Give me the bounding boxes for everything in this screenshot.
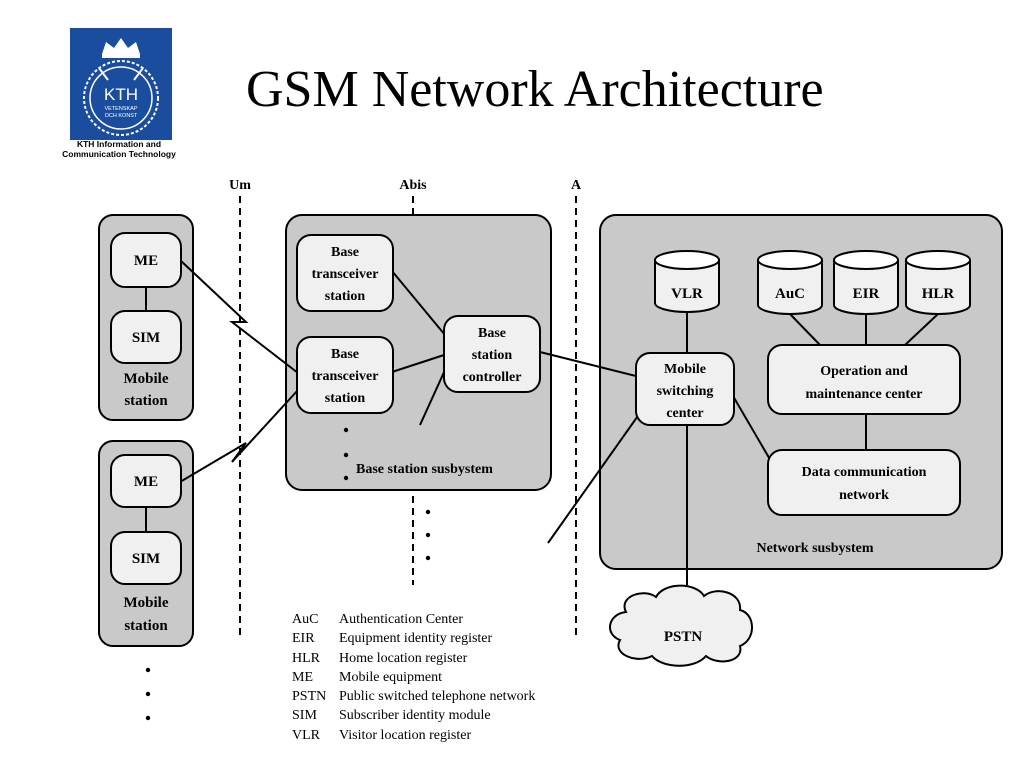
- bts-1-label-line3: station: [325, 289, 366, 304]
- slide-title: GSM Network Architecture: [246, 61, 824, 118]
- legend-abbr: VLR: [292, 727, 320, 743]
- hlr-database-icon: [905, 260, 971, 315]
- sim-label-1: SIM: [132, 330, 160, 346]
- legend-text: Equipment identity register: [339, 631, 493, 647]
- logo-caption-line1: KTH Information and: [76, 139, 162, 149]
- bts-2-label-line3: station: [325, 391, 366, 406]
- legend-abbr: PSTN: [292, 689, 327, 705]
- legend-text: Home location register: [339, 650, 468, 666]
- me-node-1: [110, 232, 182, 288]
- mobile-more-dot: [145, 667, 151, 673]
- bts-more-dot: [343, 427, 349, 433]
- abis-more-dot: [425, 509, 431, 515]
- abbreviation-legend: AuC Authentication Center EIR Equipment id…: [292, 610, 535, 745]
- msc-node: [635, 352, 735, 426]
- legend-abbr: SIM: [292, 708, 317, 724]
- omc-node: [767, 344, 961, 415]
- nss-label: Network susbystem: [756, 541, 873, 556]
- logo-motto-line1: VETENSKAP: [104, 106, 137, 112]
- mobile-more-dot: [145, 715, 151, 721]
- radio-link-1: [179, 259, 299, 374]
- omc-label-line2: maintenance center: [805, 387, 922, 402]
- mobile-station-1-label-line2: station: [124, 393, 168, 409]
- legend-abbr: AuC: [292, 612, 319, 627]
- legend-text: Authentication Center: [339, 612, 464, 627]
- mobile-station-2-label-line2: station: [124, 618, 168, 634]
- legend-row: VLR Visitor location register: [292, 726, 535, 745]
- me-label-2: ME: [134, 474, 158, 490]
- hlr-label: HLR: [922, 286, 955, 302]
- dcn-node: [767, 449, 961, 516]
- bts-node-2: [296, 336, 394, 414]
- bsc-label-line1: Base: [478, 326, 506, 341]
- me-label-1: ME: [134, 253, 158, 269]
- logo-text: KTH: [104, 85, 138, 104]
- legend-text: Mobile equipment: [339, 669, 443, 685]
- mobile-station-2-label-line1: Mobile: [124, 595, 169, 611]
- logo-motto-line2: OCH KONST: [105, 113, 138, 119]
- msc-label-line1: Mobile: [664, 362, 706, 377]
- vlr-database-icon: [654, 260, 720, 313]
- mobile-more-dot: [145, 691, 151, 697]
- legend-abbr: ME: [292, 669, 313, 685]
- bsc-node: [443, 315, 541, 393]
- interface-abis-label: Abis: [399, 178, 427, 193]
- legend-abbr: HLR: [292, 650, 320, 666]
- msc-label-line3: center: [666, 406, 703, 421]
- legend-row: HLR Home location register: [292, 649, 535, 668]
- legend-text: Visitor location register: [339, 727, 472, 743]
- omc-label-line1: Operation and: [820, 364, 908, 379]
- kth-crest-icon: KTH VETENSKAP OCH KONST: [83, 38, 159, 136]
- auc-database-icon: [757, 260, 823, 315]
- abis-more-dot: [425, 532, 431, 538]
- radio-link-2: [179, 389, 299, 483]
- auc-label: AuC: [775, 286, 805, 302]
- sim-label-2: SIM: [132, 551, 160, 567]
- bts-node-1: [296, 234, 394, 312]
- bsc-label-line3: controller: [463, 370, 522, 385]
- abis-more-dot: [425, 555, 431, 561]
- bts-2-label-line2: transceiver: [312, 369, 379, 384]
- legend-row: ME Mobile equipment: [292, 668, 535, 687]
- bts-more-dot: [343, 452, 349, 458]
- interface-um-label: Um: [229, 178, 251, 193]
- logo-caption: KTH Information and Communication Techno…: [40, 139, 198, 159]
- mobile-station-1-label-line1: Mobile: [124, 371, 169, 387]
- bsc-label-line2: station: [472, 348, 513, 363]
- bts-1-label-line2: transceiver: [312, 267, 379, 282]
- dcn-label-line2: network: [839, 488, 889, 503]
- bts-more-dot: [343, 475, 349, 481]
- pstn-cloud-icon: [609, 584, 753, 667]
- me-node-2: [110, 454, 182, 508]
- kth-logo: KTH VETENSKAP OCH KONST: [70, 28, 172, 140]
- legend-text: Public switched telephone network: [339, 689, 536, 705]
- legend-row: EIR Equipment identity register: [292, 629, 535, 648]
- logo-caption-line2: Communication Technology: [62, 149, 176, 159]
- legend-abbr: EIR: [292, 631, 315, 647]
- pstn-label: PSTN: [664, 629, 703, 645]
- sim-node-1: [110, 310, 182, 364]
- dcn-label-line1: Data communication: [802, 465, 927, 480]
- bss-label: Base station susbystem: [356, 462, 493, 477]
- legend-row: PSTN Public switched telephone network: [292, 687, 535, 706]
- legend-row: SIM Subscriber identity module: [292, 706, 535, 725]
- msc-label-line2: switching: [657, 384, 714, 399]
- bts-2-label-line1: Base: [331, 347, 359, 362]
- eir-database-icon: [833, 260, 899, 315]
- eir-label: EIR: [853, 286, 880, 302]
- sim-node-2: [110, 531, 182, 585]
- interface-a-label: A: [571, 178, 582, 193]
- crown-icon: [102, 38, 140, 54]
- bts-1-label-line1: Base: [331, 245, 359, 260]
- vlr-label: VLR: [671, 286, 703, 302]
- legend-text: Subscriber identity module: [339, 708, 491, 724]
- legend-row: AuC Authentication Center: [292, 610, 535, 629]
